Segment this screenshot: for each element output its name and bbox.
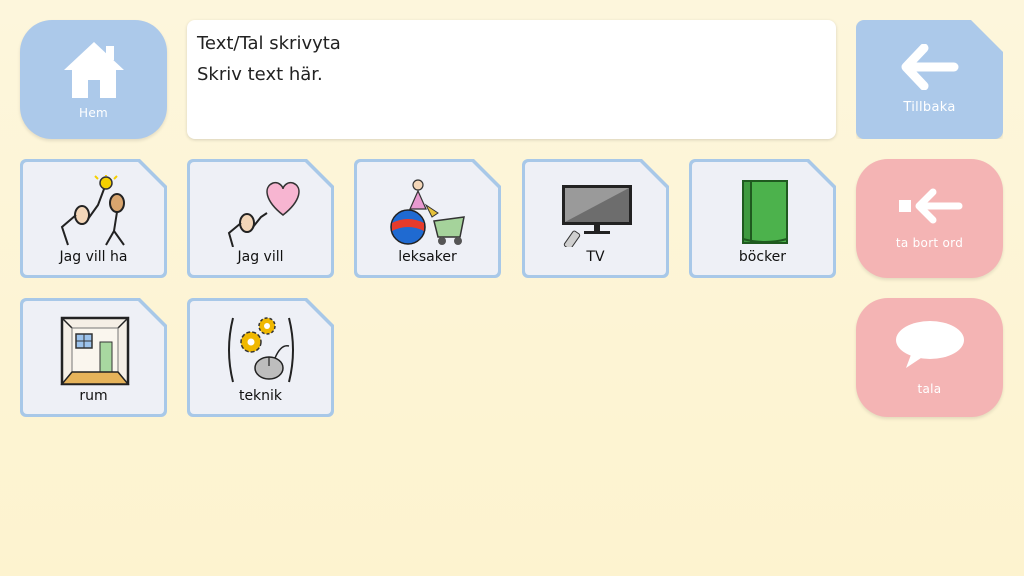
tile-label: leksaker <box>398 249 457 265</box>
want-heart-icon <box>227 181 300 247</box>
tile-label: TV <box>586 249 605 265</box>
speak-button[interactable]: tala <box>856 298 1003 417</box>
tile-bocker[interactable]: böcker <box>689 159 836 278</box>
want-have-icon <box>60 175 125 246</box>
tile-label: rum <box>79 388 108 404</box>
arrow-left-icon <box>900 44 960 90</box>
tile-teknik[interactable]: teknik <box>187 298 334 417</box>
tile-label: Jag vill ha <box>59 249 128 265</box>
speak-label: tala <box>917 381 942 396</box>
speech-bubble-icon <box>895 320 964 368</box>
tv-icon <box>561 185 632 247</box>
back-label: Tillbaka <box>903 100 956 115</box>
delete-word-icon <box>898 188 962 223</box>
textbox-placeholder: Skriv text här. <box>197 64 323 85</box>
delete-word-label: ta bort ord <box>895 235 964 250</box>
text-speech-area[interactable]: Text/Tal skrivyta Skriv text här. <box>187 20 836 139</box>
tile-jag-vill[interactable]: Jag vill <box>187 159 334 278</box>
toys-icon <box>389 179 465 245</box>
back-button[interactable]: Tillbaka <box>856 20 1003 139</box>
tile-tv[interactable]: TV <box>522 159 669 278</box>
home-icon <box>63 41 124 98</box>
technology-icon <box>227 317 294 383</box>
room-icon <box>59 316 130 386</box>
book-icon <box>741 180 788 244</box>
textbox-title: Text/Tal skrivyta <box>197 33 341 54</box>
tile-label: teknik <box>238 388 283 404</box>
home-button[interactable]: Hem <box>20 20 167 139</box>
home-label: Hem <box>79 105 108 120</box>
delete-word-button[interactable]: ta bort ord <box>856 159 1003 278</box>
tile-rum[interactable]: rum <box>20 298 167 417</box>
tile-label: böcker <box>738 249 787 265</box>
tile-leksaker[interactable]: leksaker <box>354 159 501 278</box>
tile-jag-vill-ha[interactable]: Jag vill ha <box>20 159 167 278</box>
tile-label: Jag vill <box>237 249 284 265</box>
